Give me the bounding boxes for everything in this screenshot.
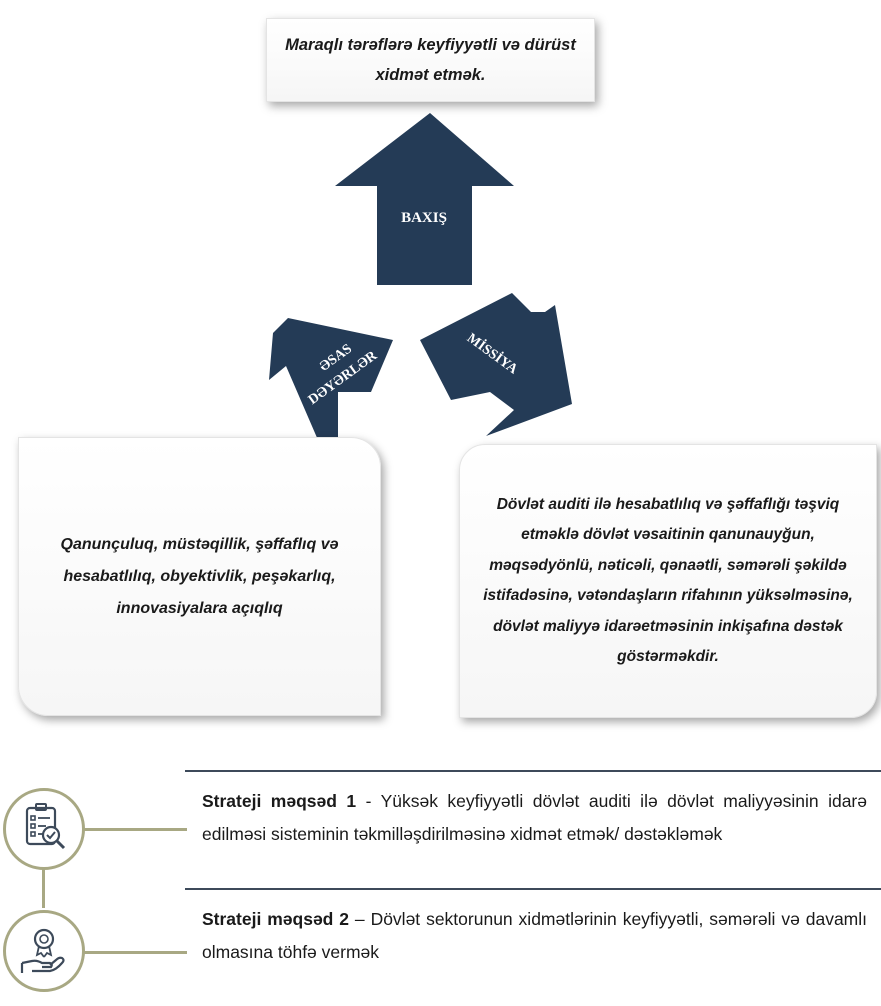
goal-1-separator: - [356,791,381,811]
vision-text: Maraqlı tərəflərə keyfiyyətli və dürüst … [285,36,576,84]
goal-1-text-block: Strateji məqsəd 1 - Yüksək keyfiyyətli d… [202,785,867,851]
vision-box: Maraqlı tərəflərə keyfiyyətli və dürüst … [266,18,595,102]
vision-arrow: BAXIŞ [335,113,514,285]
goal-1-connector [84,828,187,831]
values-arrow: ƏSAS DƏYƏRLƏR [269,318,393,440]
hand-award-icon [3,910,85,992]
values-text: Qanunçuluq, müstəqillik, şəffaflıq və he… [60,535,339,617]
goal-2-title: Strateji məqsəd 2 [202,909,350,929]
goal-1-title: Strateji məqsəd 1 [202,791,357,811]
goal-2-connector [84,951,187,954]
goal-2-separator: – [349,909,371,929]
mission-box: Dövlət auditi ilə hesabatlılıq və şəffaf… [459,444,877,718]
goal-2-text-block: Strateji məqsəd 2 – Dövlət sektorunun xi… [202,903,867,969]
mission-arrow: MİSSİYA [420,293,572,436]
goal-1-text: Yüksək keyfiyyətli dövlət auditi ilə döv… [202,791,867,844]
goal-2-text: Dövlət sektorunun xidmətlərinin keyfiyyə… [202,909,868,962]
vision-arrow-label: BAXIŞ [401,210,447,226]
audit-checklist-icon [3,788,85,870]
values-box: Qanunçuluq, müstəqillik, şəffaflıq və he… [18,437,381,716]
goal-1-top-rule [185,770,881,772]
goal-2-top-rule [185,888,881,890]
mission-text: Dövlət auditi ilə hesabatlılıq və şəffaf… [483,495,853,666]
